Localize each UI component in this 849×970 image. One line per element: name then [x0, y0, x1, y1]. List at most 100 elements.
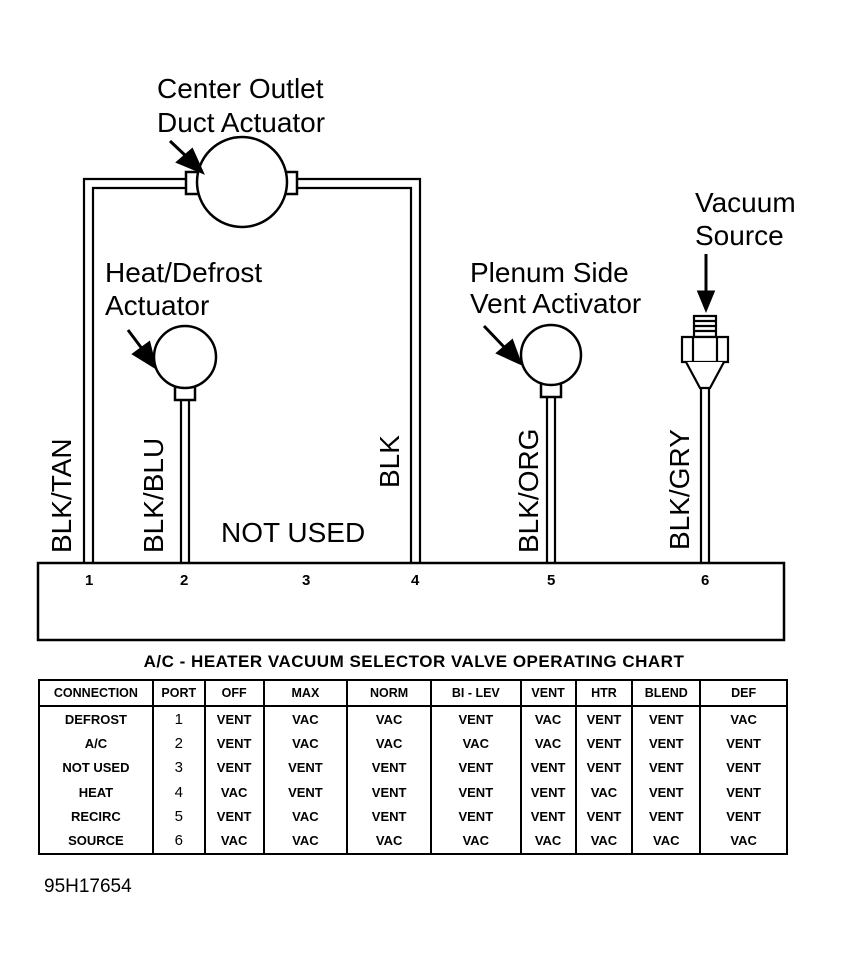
- port-number-1: 1: [85, 572, 93, 589]
- header-cell: DEF: [699, 680, 788, 707]
- table-cell: A/C: [38, 731, 154, 756]
- table-cell: HEAT: [38, 779, 154, 805]
- table-cell: VENT: [574, 804, 634, 829]
- table-cell: VAC: [262, 706, 349, 732]
- table-cell: VENT: [574, 731, 634, 756]
- table-cell: VENT: [203, 706, 265, 732]
- table-cell: VENT: [429, 755, 522, 780]
- table-cell: VENT: [519, 779, 577, 805]
- hose-blk-outer: [286, 177, 422, 563]
- table-cell: VENT: [699, 804, 788, 829]
- figure-id: 95H17654: [44, 876, 132, 897]
- port-number-3: 3: [302, 572, 310, 589]
- table-cell: VENT: [429, 706, 522, 732]
- hose-blk-inner: [286, 186, 413, 563]
- table-cell: VAC: [346, 706, 432, 732]
- header-cell: OFF: [203, 680, 265, 707]
- table-cell: VENT: [429, 804, 522, 829]
- selector-valve-body: [36, 561, 786, 642]
- table-row: A/C 2 VENT VAC VAC VAC VAC VENT VENT VEN…: [38, 731, 788, 756]
- vacuum-source-label-2: Source: [695, 220, 784, 251]
- table-cell: VAC: [346, 731, 432, 756]
- table-cell: VAC: [699, 828, 788, 854]
- table-cell: VAC: [574, 779, 634, 805]
- arrow-plenum-side: [482, 324, 507, 350]
- hose-blk-tan-inner: [91, 186, 192, 563]
- table-cell: VENT: [631, 779, 702, 805]
- wire-label-blk: BLK: [374, 435, 405, 488]
- table-cell: VAC: [203, 779, 265, 805]
- header-cell: VENT: [519, 680, 577, 707]
- table-cell: VAC: [262, 804, 349, 829]
- table-cell: VENT: [346, 779, 432, 805]
- table-cell: VAC: [203, 828, 265, 854]
- table-cell: VAC: [519, 706, 577, 732]
- table-cell: VENT: [262, 779, 349, 805]
- header-cell: MAX: [262, 680, 349, 707]
- header-cell: BLEND: [631, 680, 702, 707]
- table-cell: VAC: [262, 828, 349, 854]
- plenum-side-label-1: Plenum Side: [470, 257, 629, 288]
- table-cell: VAC: [429, 731, 522, 756]
- wire-label-blk-tan: BLK/TAN: [46, 438, 77, 553]
- table-cell: VENT: [699, 731, 788, 756]
- table-row: SOURCE 6 VAC VAC VAC VAC VAC VAC VAC VAC: [38, 828, 788, 854]
- center-outlet-label-1: Center Outlet: [157, 73, 324, 104]
- port-number-5: 5: [547, 572, 555, 589]
- vacuum-diagram: Center Outlet Duct Actuator Heat/Defrost…: [36, 73, 796, 642]
- wire-label-blk-blu: BLK/BLU: [138, 438, 169, 553]
- table-cell: NOT USED: [38, 755, 154, 780]
- port-number-6: 6: [701, 572, 709, 589]
- arrow-heat-defrost: [126, 329, 145, 351]
- table-cell: 4: [151, 779, 206, 805]
- heat-defrost-label-1: Heat/Defrost: [105, 257, 262, 288]
- table-cell: VAC: [262, 731, 349, 756]
- table-cell: VENT: [429, 779, 522, 805]
- header-cell: HTR: [574, 680, 634, 707]
- table-cell: DEFROST: [38, 706, 154, 732]
- not-used-label: NOT USED: [221, 517, 365, 548]
- plenum-side-actuator: [519, 323, 583, 399]
- table-cell: VENT: [203, 731, 265, 756]
- table-cell: VENT: [346, 804, 432, 829]
- table-cell: VAC: [631, 828, 702, 854]
- chart-header-row: CONNECTION PORT OFF MAX NORM BI - LEV VE…: [38, 680, 788, 707]
- table-cell: VENT: [262, 755, 349, 780]
- table-cell: VENT: [631, 706, 702, 732]
- table-row: HEAT 4 VAC VENT VENT VENT VENT VAC VENT …: [38, 779, 788, 805]
- table-cell: 3: [151, 755, 206, 780]
- table-cell: VENT: [699, 779, 788, 805]
- table-cell: 5: [151, 804, 206, 829]
- header-cell: PORT: [151, 680, 206, 707]
- table-cell: VENT: [574, 706, 634, 732]
- hose-blk-tan-outer: [82, 177, 192, 563]
- table-cell: VAC: [346, 828, 432, 854]
- table-cell: VENT: [519, 804, 577, 829]
- heat-defrost-actuator: [152, 324, 218, 402]
- table-cell: 6: [151, 828, 206, 854]
- table-row: RECIRC 5 VENT VAC VENT VENT VENT VENT VE…: [38, 804, 788, 829]
- table-cell: VENT: [519, 755, 577, 780]
- center-outlet-label-2: Duct Actuator: [157, 107, 325, 138]
- table-cell: VENT: [631, 755, 702, 780]
- vacuum-source-fitting: [680, 314, 730, 390]
- table-cell: VAC: [519, 828, 577, 854]
- wire-label-blk-org: BLK/ORG: [513, 429, 544, 553]
- table-cell: VENT: [699, 755, 788, 780]
- chart-title: A/C - HEATER VACUUM SELECTOR VALVE OPERA…: [143, 652, 685, 671]
- table-cell: VENT: [631, 731, 702, 756]
- table-cell: VAC: [519, 731, 577, 756]
- table-row: NOT USED 3 VENT VENT VENT VENT VENT VENT…: [38, 755, 788, 780]
- table-cell: VAC: [429, 828, 522, 854]
- plenum-side-label-2: Vent Activator: [470, 288, 641, 319]
- center-outlet-actuator: [184, 135, 299, 229]
- header-cell: CONNECTION: [38, 680, 154, 707]
- operating-chart: CONNECTION PORT OFF MAX NORM BI - LEV VE…: [38, 679, 788, 855]
- table-cell: 2: [151, 731, 206, 756]
- table-cell: VAC: [699, 706, 788, 732]
- table-cell: 1: [151, 706, 206, 732]
- table-cell: VENT: [574, 755, 634, 780]
- table-cell: RECIRC: [38, 804, 154, 829]
- table-row: DEFROST 1 VENT VAC VAC VENT VAC VENT VEN…: [38, 706, 788, 732]
- table-cell: VENT: [203, 804, 265, 829]
